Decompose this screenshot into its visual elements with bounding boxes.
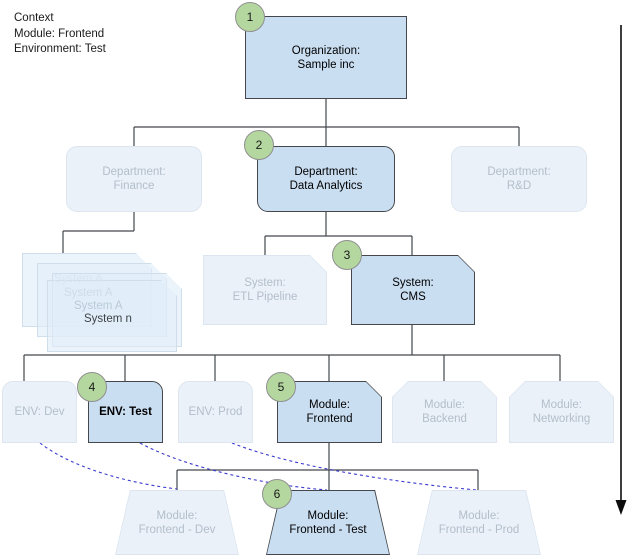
node-module-frontend-dev[interactable]: Module: Frontend - Dev — [115, 490, 239, 555]
node-env-prod-label: ENV: Prod — [188, 406, 243, 418]
node-organization[interactable]: Organization: Sample inc — [245, 16, 407, 99]
node-department-finance[interactable]: Department: Finance — [66, 146, 202, 212]
node-organization-label: Organization: Sample inc — [291, 44, 361, 71]
node-module-frontend-label: Module: Frontend — [306, 399, 353, 425]
edge-env-dev-to-frontend-dev — [39, 442, 178, 490]
edge-env-test-to-frontend-test — [139, 442, 328, 491]
node-module-networking-label: Module: Networking — [532, 399, 591, 425]
node-system-cms-inner: System: CMS — [352, 256, 474, 324]
node-module-networking-inner: Module: Networking — [510, 382, 613, 442]
node-env-dev[interactable]: ENV: Dev — [2, 381, 77, 443]
system-stack-label-1: System A — [54, 273, 103, 285]
badge-5[interactable]: 5 — [266, 372, 296, 402]
node-module-backend[interactable]: Module: Backend — [392, 381, 497, 443]
node-module-backend-inner: Module: Backend — [393, 382, 496, 442]
system-stack-label-3: System A — [74, 300, 123, 312]
node-module-frontend-prod-label: Module: Frontend - Prod — [438, 509, 520, 536]
node-module-frontend-dev-label: Module: Frontend - Dev — [138, 509, 216, 536]
node-module-networking[interactable]: Module: Networking — [509, 381, 614, 443]
node-system-etl-pipeline-inner: System: ETL Pipeline — [204, 256, 326, 324]
badge-6[interactable]: 6 — [262, 479, 292, 509]
node-module-backend-label: Module: Backend — [422, 399, 467, 425]
node-department-data-analytics[interactable]: Department: Data Analytics — [257, 146, 395, 212]
system-stack-card-4 — [47, 280, 177, 352]
node-system-cms[interactable]: System: CMS — [351, 255, 475, 325]
badge-3[interactable]: 3 — [332, 240, 362, 270]
node-system-etl-pipeline-label: System: ETL Pipeline — [232, 277, 298, 303]
node-system-etl-pipeline[interactable]: System: ETL Pipeline — [203, 255, 327, 325]
system-stack-label-4: System n — [84, 313, 132, 325]
direction-arrow-graphic — [615, 25, 627, 515]
node-module-frontend-test-label: Module: Frontend - Test — [289, 509, 367, 536]
badge-4[interactable]: 4 — [77, 372, 107, 402]
node-env-prod[interactable]: ENV: Prod — [178, 381, 253, 443]
context-caption: Context Module: Frontend Environment: Te… — [14, 12, 106, 55]
node-module-frontend-dev-inner: Module: Frontend - Dev — [116, 491, 238, 554]
node-env-test-label: ENV: Test — [99, 406, 152, 418]
system-stack-label-2: System A — [64, 287, 113, 299]
node-department-finance-label: Department: Finance — [102, 166, 166, 192]
badge-2[interactable]: 2 — [244, 130, 274, 160]
node-department-rnd[interactable]: Department: R&D — [451, 146, 587, 212]
node-env-dev-label: ENV: Dev — [14, 406, 65, 418]
node-module-frontend-prod[interactable]: Module: Frontend - Prod — [417, 490, 541, 555]
badge-1[interactable]: 1 — [235, 2, 265, 32]
node-module-frontend-prod-inner: Module: Frontend - Prod — [418, 491, 540, 554]
node-system-cms-label: System: CMS — [392, 277, 434, 303]
node-department-data-analytics-label: Department: Data Analytics — [289, 166, 363, 192]
node-department-rnd-label: Department: R&D — [487, 166, 551, 192]
